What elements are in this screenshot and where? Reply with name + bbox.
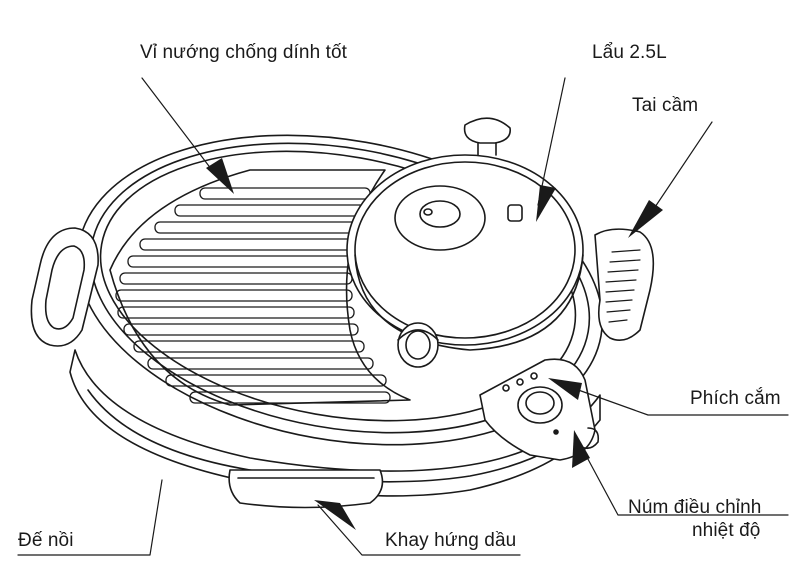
pot-top-knob <box>463 117 512 156</box>
temperature-knob <box>517 386 563 435</box>
label-handle: Tai cầm <box>632 95 699 116</box>
label-power-plug: Phích cắm <box>690 388 781 409</box>
hot-pot <box>346 154 584 351</box>
grill-ribs <box>115 187 391 404</box>
arrowheads <box>206 158 663 530</box>
label-temperature-knob-line2: nhiệt độ <box>692 520 761 541</box>
arrow-plug <box>548 378 582 400</box>
right-handle <box>594 228 655 341</box>
label-grill-plate: Vỉ nướng chống dính tốt <box>140 42 348 63</box>
label-temperature-knob: Núm điều chỉnh <box>628 497 762 518</box>
label-base: Đế nồi <box>18 530 74 551</box>
arrow-grill <box>206 158 234 194</box>
label-hot-pot: Lẩu 2.5L <box>592 42 667 63</box>
arrow-knob <box>572 430 590 468</box>
left-handle <box>30 227 99 347</box>
drip-tray <box>228 469 384 509</box>
arrow-tray <box>314 500 356 530</box>
grill-plate <box>109 169 411 406</box>
pot-side-knob <box>397 322 439 368</box>
arrow-handle <box>628 200 663 238</box>
label-drip-tray: Khay hứng dầu <box>385 530 517 551</box>
arrow-pot <box>536 185 556 222</box>
